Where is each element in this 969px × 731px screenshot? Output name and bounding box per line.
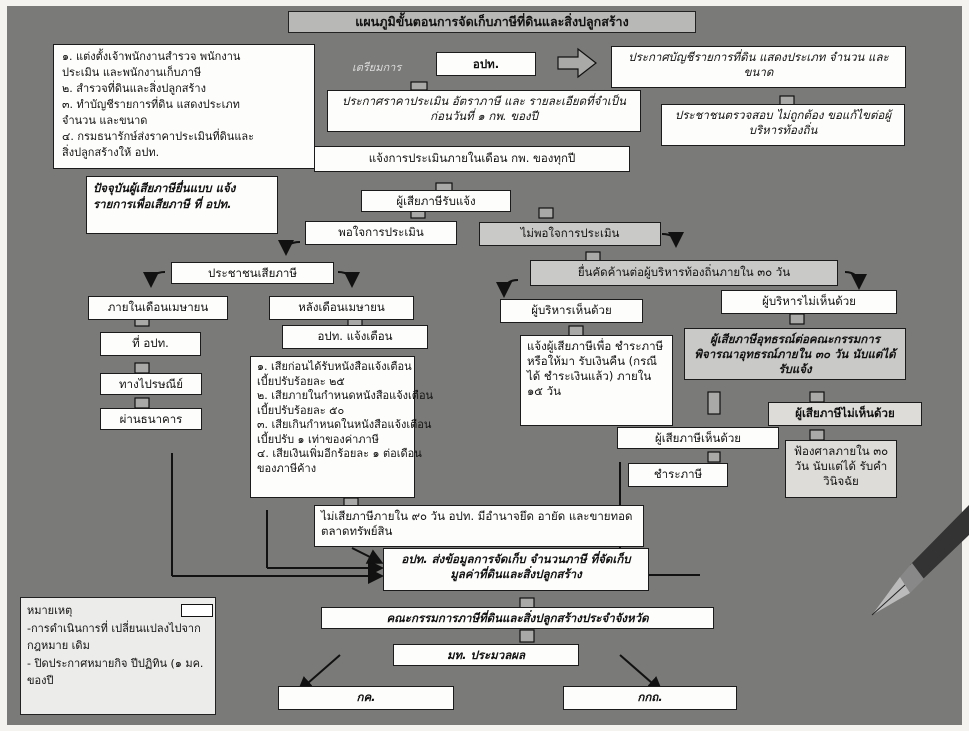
- taxpayer-notified-box: ผู้เสียภาษีรับแจ้ง: [361, 190, 511, 212]
- within-april-box: ภายในเดือนเมษายน: [88, 296, 228, 320]
- penalty-line: ๔. เสียเงินเพิ่มอีกร้อยละ ๑ ต่อเดือน: [257, 447, 422, 461]
- unsatisfied-box: ไม่พอใจการประเมิน: [479, 222, 661, 246]
- penalty-line: ๒. เสียภายในกำหนดหนังสือแจ้งเตือน: [257, 389, 434, 403]
- notify-refund-box: แจ้งผู้เสียภาษีเพื่อ ชำระภาษีหรือให้มา ร…: [520, 335, 673, 426]
- admin-agree-box: ผู้บริหารเห็นด้วย: [500, 299, 643, 323]
- curve-unsatisfied: [661, 231, 684, 248]
- public-pay-box: ประชาชนเสียภาษี: [171, 262, 334, 284]
- announce-list-box: ประกาศบัญชีรายการที่ดิน แสดงประเภท จำนวน…: [611, 46, 906, 88]
- kk-box: กค.: [278, 686, 454, 710]
- opt-box: อปท.: [436, 52, 536, 76]
- by-post-box: ทางไปรษณีย์: [100, 373, 202, 395]
- penalty-line: เบี้ยปรับร้อยละ ๒๕: [257, 374, 345, 388]
- pen-icon: [871, 505, 969, 616]
- preparation-steps-box: ๑. แต่งตั้งเจ้าพนักงานสำรวจ พนักงาน ประเ…: [53, 44, 315, 169]
- admin-disagree-box: ผู้บริหารไม่เห็นด้วย: [721, 290, 897, 314]
- satisfied-box: พอใจการประเมิน: [305, 221, 457, 245]
- at-opt-box: ที่ อปท.: [100, 332, 201, 356]
- prep-step-line: ประเมิน และพนักงานเก็บภาษี: [62, 65, 202, 79]
- seize-box: ไม่เสียภาษีภายใน ๙๐ วัน อปท. มีอำนาจยึด …: [314, 505, 644, 547]
- prep-step-line: สิ่งปลูกสร้างให้ อปท.: [62, 145, 160, 159]
- appeal-box: ยื่นคัดค้านต่อผู้บริหารท้องถิ่นภายใน ๓๐ …: [530, 260, 838, 286]
- public-check-box: ประชาชนตรวจสอบ ไม่ถูกต้อง ขอแก้ไขต่อผู้บ…: [661, 104, 905, 146]
- legend-item-calendar: - ปิดประกาศหมายกิจ ปีปฏิทิน (๑ มค. ของปี: [27, 656, 204, 688]
- penalty-line: เบี้ยปรับร้อยละ ๕๐: [257, 403, 345, 417]
- legend-item-changed: -การดำเนินการที่ เปลี่ยนแปลงไปจากกฎหมาย …: [27, 621, 201, 653]
- penalty-line: เบี้ยปรับ ๑ เท่าของค่าภาษี: [257, 432, 379, 446]
- big-right-arrow: [557, 47, 597, 79]
- curve-appeal-right: [844, 271, 867, 290]
- prep-step-line: ๔. กรมธนารักษ์ส่งราคาประเมินที่ดินและ: [62, 129, 255, 143]
- pay-tax-box: ชำระภาษี: [628, 463, 728, 487]
- connector-to-kk: [296, 654, 341, 693]
- legend-box: หมายเหตุ -การดำเนินการที่ เปลี่ยนแปลงไปจ…: [20, 597, 216, 715]
- legend-swatch: [181, 604, 213, 617]
- penalties-box: ๑. เสียก่อนได้รับหนังสือแจ้งเตือน เบี้ยป…: [250, 356, 434, 498]
- taxpayer-agree-box: ผู้เสียภาษีเห็นด้วย: [617, 427, 779, 449]
- curve-pay-left: [143, 271, 166, 288]
- announce-price-box: ประกาศราคาประเมิน อัตราภาษี และ รายละเอี…: [327, 90, 641, 132]
- curve-pay-right: [337, 271, 360, 288]
- curve-appeal-left: [496, 279, 519, 298]
- via-bank-box: ผ่านธนาคาร: [100, 408, 202, 430]
- opt-notify-box: อปท. แจ้งเตือน: [282, 325, 428, 349]
- after-april-box: หลังเดือนเมษายน: [269, 296, 414, 320]
- prep-step-line: จำนวน และขนาด: [62, 113, 148, 127]
- penalty-line: ของภาษีค้าง: [257, 461, 317, 475]
- prep-step-line: ๑. แต่งตั้งเจ้าพนักงานสำรวจ พนักงาน: [62, 50, 241, 63]
- appeal-committee-box: ผู้เสียภาษีอุทธรณ์ต่อคณะกรรมการ พิจารณาอ…: [684, 328, 906, 380]
- notify-assess-box: แจ้งการประเมินภายในเดือน กพ. ของทุกปี: [314, 146, 630, 172]
- moi-box: มท. ประมวลผล: [393, 644, 579, 666]
- committee-box: คณะกรรมการภาษีที่ดินและสิ่งปลูกสร้างประจ…: [321, 607, 714, 629]
- prep-step-line: ๒. สำรวจที่ดินและสิ่งปลูกสร้าง: [62, 81, 206, 95]
- taxpayer-disagree-box: ผู้เสียภาษีไม่เห็นด้วย: [768, 402, 922, 426]
- connector-to-kkk: [619, 654, 664, 693]
- penalty-line: ๓. เสียเกินกำหนดในหนังสือแจ้งเตือน: [257, 418, 432, 432]
- connector-seize: [351, 547, 384, 564]
- preparation-tag: เตรียมการ: [352, 61, 402, 74]
- sue-box: ฟ้องศาลภายใน ๓๐ วัน นับแต่ได้ รับคำวินิจ…: [785, 440, 897, 498]
- page-title: แผนภูมิขั้นตอนการจัดเก็บภาษีที่ดินและสิ่…: [288, 11, 696, 33]
- legend-title: หมายเหตุ: [27, 604, 73, 617]
- current-note-box: ปัจจุบันผู้เสียภาษียื่นแบบ แจ้งรายการเพื…: [86, 176, 278, 234]
- send-data-box: อปท. ส่งข้อมูลการจัดเก็บ จำนวนภาษี ที่จั…: [383, 548, 649, 591]
- penalty-line: ๑. เสียก่อนได้รับหนังสือแจ้งเตือน: [257, 360, 412, 373]
- kkk-box: กกถ.: [563, 686, 737, 710]
- prep-step-line: ๓. ทำบัญชีรายการที่ดิน แสดงประเภท: [62, 97, 240, 111]
- curve-satisfied: [278, 239, 301, 256]
